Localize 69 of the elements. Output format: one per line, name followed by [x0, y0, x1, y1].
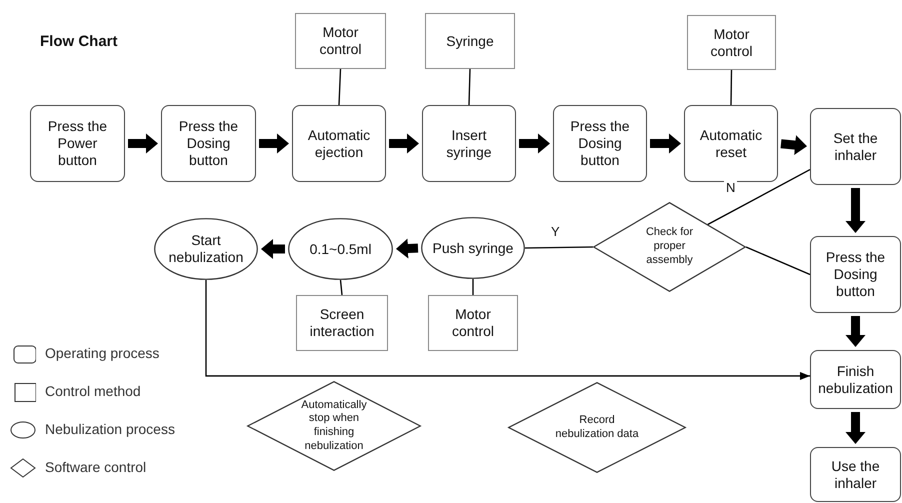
node-label: Syringe [446, 32, 494, 50]
legend-label: Nebulization process [45, 421, 175, 437]
node-label: Motor control [318, 24, 363, 58]
connector-line [746, 246, 810, 276]
block-arrow [389, 134, 419, 154]
block-arrow [780, 135, 808, 156]
node-label: 0.1~0.5ml [310, 240, 372, 258]
node-label: Insert syringe [445, 126, 493, 160]
process-ellipse [288, 218, 393, 280]
node-label: Set the inhaler [832, 130, 879, 164]
decision-diamond [247, 381, 421, 471]
process-box [810, 108, 901, 185]
node-label: Motor control [709, 26, 754, 60]
process-box [292, 105, 386, 182]
process-box [810, 350, 901, 409]
connector-line [338, 68, 342, 106]
legend-label: Software control [45, 459, 146, 475]
legend-label: Control method [45, 383, 141, 399]
decision-diamond [593, 202, 746, 292]
edge-label: N [724, 180, 738, 195]
process-box [422, 105, 516, 182]
node-label: Press the Dosing button [824, 249, 886, 300]
control-box [687, 15, 776, 70]
process-box [161, 105, 256, 182]
block-arrow [259, 134, 289, 154]
connector-line [468, 68, 471, 106]
process-box [684, 105, 778, 182]
connector-line [730, 70, 732, 105]
process-box [553, 105, 647, 182]
connector-line [707, 169, 810, 226]
node-label: Push syringe [432, 240, 514, 256]
decision-diamond [508, 382, 686, 473]
node-label: Screen interaction [308, 306, 376, 340]
node-label: Finish nebulization [817, 362, 894, 396]
process-box [810, 236, 901, 313]
process-box [30, 105, 125, 182]
node-label: Motor control [450, 306, 496, 340]
edge-label: Y [549, 224, 562, 239]
block-arrow [519, 134, 550, 154]
node-label: Press the Dosing button [569, 118, 631, 169]
node-label: Check for proper assembly [644, 226, 694, 268]
block-arrow [396, 238, 418, 258]
node-label: Automatic ejection [306, 126, 372, 160]
control-box [296, 295, 388, 351]
connector-line [472, 279, 474, 295]
node-label: Start nebulization [168, 232, 244, 266]
process-box [810, 447, 901, 502]
node-label: Press the Power button [46, 118, 108, 169]
node-label: Automatically stop when finishing nebulization [300, 398, 368, 454]
control-box [295, 13, 386, 69]
chart-title: Flow Chart [40, 33, 118, 50]
node-label: Record nebulization data [554, 414, 640, 442]
connector-line [525, 246, 593, 249]
control-box [428, 295, 518, 351]
control-box [425, 13, 515, 69]
legend-label: Operating process [45, 345, 160, 361]
block-arrow [846, 188, 866, 233]
node-label: Use the inhaler [830, 458, 881, 492]
arrow [205, 280, 810, 380]
block-arrow [261, 239, 285, 259]
node-label: Automatic reset [698, 126, 764, 160]
block-arrow [128, 134, 158, 154]
connector-line [340, 280, 343, 296]
process-ellipse [421, 217, 525, 279]
block-arrow [846, 316, 866, 347]
node-label: Press the Dosing button [178, 118, 240, 169]
block-arrow [846, 412, 866, 444]
process-ellipse [154, 218, 258, 280]
block-arrow [650, 134, 681, 154]
